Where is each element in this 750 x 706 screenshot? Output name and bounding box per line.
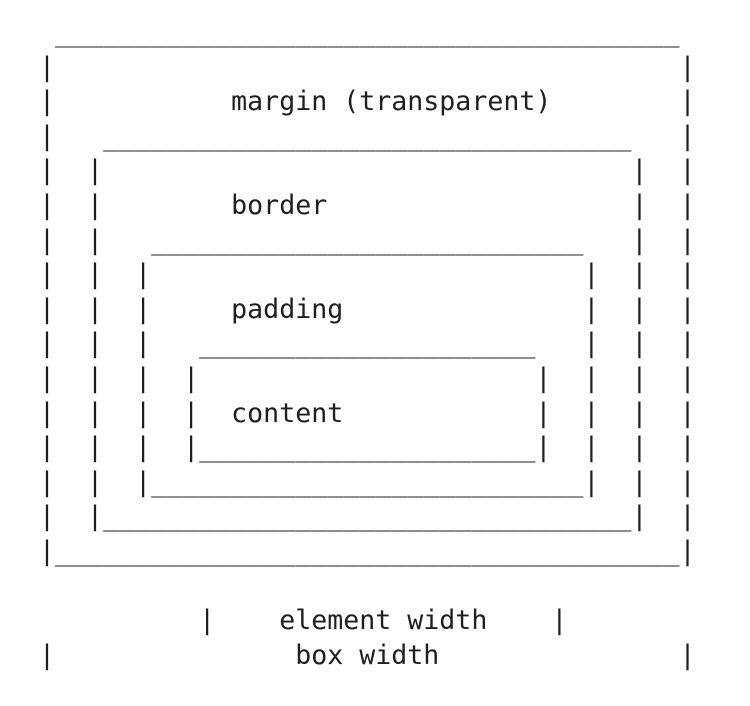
content-label: content xyxy=(231,397,344,429)
content-label-row: | | | | content | | | | xyxy=(7,397,696,432)
ascii-structure: | xyxy=(7,86,232,118)
margin-label: margin (transparent) xyxy=(231,86,552,118)
element-width-ruler-row: | element width | xyxy=(7,604,696,639)
ascii-structure: | | | | xyxy=(343,397,696,429)
ascii-structure: | xyxy=(7,639,296,671)
content-top-edge: | | | _____________________ | | | xyxy=(7,328,696,360)
content-side-edges: | | | | | | | | xyxy=(7,362,696,394)
margin-top-edge: _______________________________________ xyxy=(7,17,680,48)
ascii-structure: | xyxy=(487,605,568,637)
margin-side-edges: | | xyxy=(7,51,696,83)
ascii-structure: | | | | xyxy=(7,397,232,429)
ascii-structure: | xyxy=(7,605,280,637)
padding-bottom-edge: | | |___________________________| | | xyxy=(7,466,696,498)
box-width-label: box width xyxy=(295,639,440,671)
padding-top-edge: | | ___________________________ | | xyxy=(7,224,696,256)
padding-label: padding xyxy=(231,293,344,325)
ascii-structure: | | | xyxy=(7,293,232,325)
box-width-ruler-row: | box width | xyxy=(7,639,696,674)
box-model-diagram: _______________________________________ … xyxy=(7,16,696,674)
ascii-structure: | xyxy=(439,639,696,671)
element-width-label: element width xyxy=(279,605,488,637)
border-bottom-edge: | |_________________________________| | xyxy=(7,501,696,533)
border-top-edge: | _________________________________ | xyxy=(7,120,696,152)
margin-label-row: | margin (transparent) | xyxy=(7,85,696,120)
margin-bottom-edge: |_______________________________________… xyxy=(7,535,696,567)
ascii-structure: | | xyxy=(7,189,232,221)
ascii-structure: | xyxy=(551,86,696,118)
padding-label-row: | | | padding | | | xyxy=(7,293,696,328)
border-label-row: | | border | | xyxy=(7,189,696,224)
padding-side-edges: | | | | | | xyxy=(7,259,696,291)
ascii-structure: | | xyxy=(327,189,696,221)
border-side-edges: | | | | xyxy=(7,155,696,187)
spacer-row xyxy=(7,570,696,605)
border-label: border xyxy=(231,189,328,221)
ascii-structure: | | | xyxy=(343,293,696,325)
content-bottom-edge: | | | |_____________________| | | | xyxy=(7,432,696,464)
